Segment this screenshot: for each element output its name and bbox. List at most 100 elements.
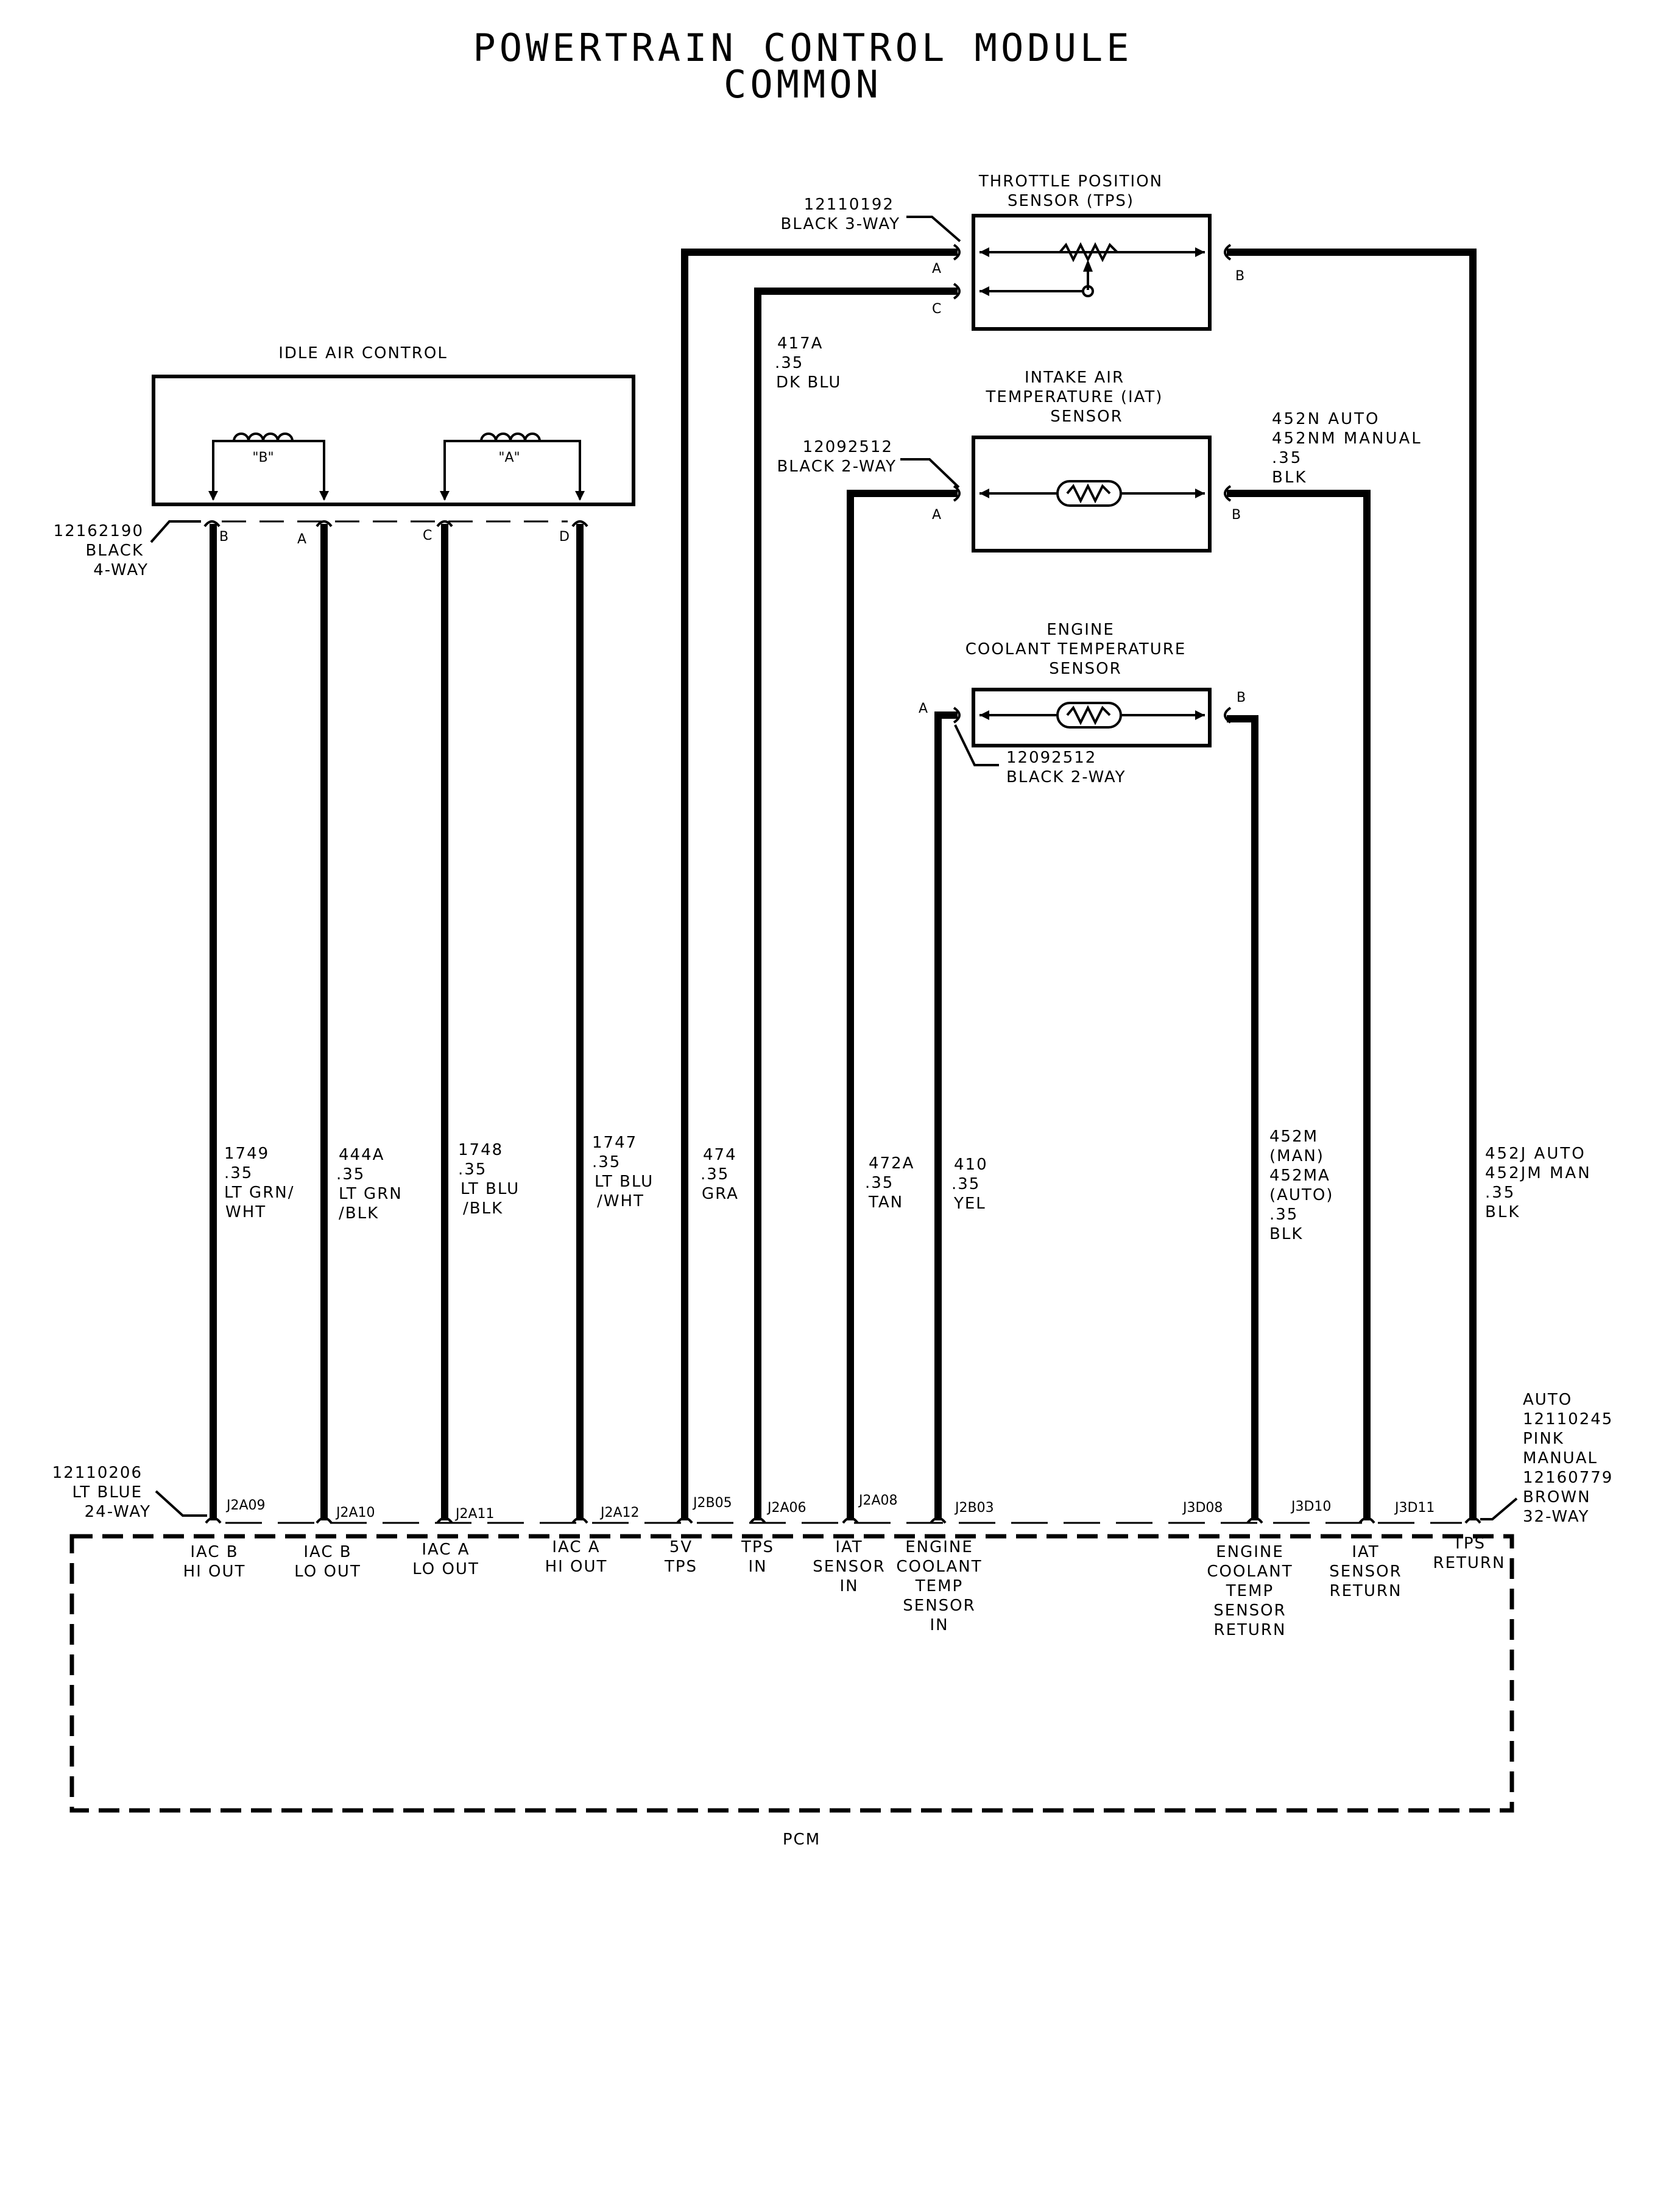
pcm-function-iac-b-hi: IAC B HI OUT bbox=[183, 1543, 245, 1581]
ect-pin-b: B bbox=[1237, 690, 1246, 705]
connector-terminal-icon bbox=[676, 1517, 693, 1524]
pcm-function-iac-a-lo: IAC A LO OUT bbox=[412, 1541, 478, 1578]
function-label-line: SENSOR bbox=[1213, 1601, 1286, 1620]
wire-label-line: 452J AUTO bbox=[1485, 1145, 1586, 1163]
arrow-icon bbox=[1195, 710, 1205, 720]
pcm-pin-j2a10: J2A10 bbox=[335, 1505, 375, 1520]
wire-label-line: 1747 bbox=[592, 1134, 637, 1152]
function-label-line: IAC A bbox=[422, 1541, 470, 1559]
function-label-line: TEMP bbox=[915, 1577, 963, 1595]
pcm-function-iat-in: IAT SENSOR IN bbox=[813, 1538, 885, 1595]
wire-label-line: 444A bbox=[339, 1146, 384, 1164]
pcm-pin-j2a06: J2A06 bbox=[766, 1500, 806, 1516]
coil-b-icon bbox=[233, 432, 294, 442]
function-label-line: IN bbox=[930, 1616, 948, 1634]
connector-terminal-icon bbox=[436, 520, 453, 528]
connector-terminal-icon bbox=[1358, 1517, 1375, 1524]
wire-label-line: BLK bbox=[1485, 1203, 1520, 1221]
connector-terminal-icon bbox=[749, 1517, 766, 1524]
wire-label-line: 417A bbox=[777, 334, 823, 353]
pcm-function-iac-a-hi: IAC A HI OUT bbox=[545, 1538, 607, 1576]
coil-b-label: "B" bbox=[252, 450, 274, 465]
connector-terminal-icon bbox=[203, 520, 221, 528]
pcm-pin-j2b03: J2B03 bbox=[954, 1500, 994, 1516]
iat-name-line3: SENSOR bbox=[1050, 408, 1123, 426]
function-label-line: LO OUT bbox=[294, 1562, 361, 1581]
ect-pin-a: A bbox=[919, 701, 928, 716]
wire-label-line: LT BLU bbox=[461, 1180, 520, 1198]
function-label-line: IAC A bbox=[552, 1538, 600, 1556]
wire-label-1749: 1749 .35 LT GRN/ WHT bbox=[224, 1145, 293, 1221]
iat-pin-a: A bbox=[932, 507, 941, 523]
function-label-line: COOLANT bbox=[896, 1558, 982, 1576]
ect-name-line3: SENSOR bbox=[1049, 660, 1121, 678]
pcm-pin-j3d10: J3D10 bbox=[1290, 1499, 1331, 1514]
arrow-icon bbox=[1195, 489, 1205, 498]
wire-label-line: (AUTO) bbox=[1269, 1186, 1333, 1204]
leader-line bbox=[900, 458, 960, 489]
wiper-arrow-icon bbox=[1083, 259, 1093, 272]
connector-terminal-icon bbox=[953, 283, 961, 300]
iat-connector-part: 12092512 bbox=[803, 438, 893, 456]
function-label-line: SENSOR bbox=[813, 1558, 885, 1576]
wire-452m bbox=[1227, 715, 1258, 1520]
pcm-function-tps-in: TPS IN bbox=[741, 1538, 774, 1576]
function-label-line: IN bbox=[839, 1577, 858, 1595]
iac-pin-a: A bbox=[297, 532, 306, 547]
pcm-right-connector-line7: 32-WAY bbox=[1523, 1508, 1589, 1526]
arrow-icon bbox=[979, 489, 989, 498]
wire-label-line: .35 bbox=[1485, 1184, 1516, 1202]
wire-label-line: .35 bbox=[1269, 1206, 1298, 1224]
arrow-icon bbox=[979, 710, 989, 720]
ect-connector-desc: BLACK 2-WAY bbox=[1006, 768, 1126, 786]
wire-label-417a: 417A .35 DK BLU bbox=[775, 334, 840, 392]
wire-label-line: 1748 bbox=[458, 1141, 503, 1159]
wire-label-474: 474 .35 GRA bbox=[701, 1146, 738, 1203]
connector-terminal-icon bbox=[953, 707, 961, 724]
thermistor-icon bbox=[1056, 480, 1122, 507]
wire-label-444a: 444A .35 LT GRN /BLK bbox=[336, 1146, 403, 1223]
pcm-right-connector-line1: AUTO bbox=[1523, 1391, 1572, 1409]
tps-name-line2: SENSOR (TPS) bbox=[1008, 192, 1134, 210]
wire-label-line: .35 bbox=[701, 1165, 729, 1184]
wire-label-line: 474 bbox=[703, 1146, 737, 1164]
connector-terminal-icon bbox=[1224, 485, 1232, 502]
arrow-icon bbox=[440, 491, 450, 501]
connector-terminal-icon bbox=[953, 244, 961, 261]
connector-terminal-icon bbox=[571, 520, 588, 528]
wire-label-1748: 1748 .35 LT BLU /BLK bbox=[458, 1141, 520, 1218]
iac-connector-desc: 4-WAY bbox=[93, 561, 149, 579]
iac-pin-b: B bbox=[219, 529, 228, 545]
leader-line bbox=[155, 1490, 207, 1517]
wire-label-line: 452JM MAN bbox=[1485, 1164, 1592, 1182]
arrow-icon bbox=[319, 491, 329, 501]
thermistor-icon bbox=[1056, 702, 1122, 729]
wire-label-line: YEL bbox=[953, 1195, 986, 1213]
pcm-pin-j2a11: J2A11 bbox=[454, 1506, 495, 1522]
function-label-line: RETURN bbox=[1214, 1621, 1286, 1639]
function-label-line: IN bbox=[748, 1558, 767, 1576]
pcm-function-ect-return: ENGINE COOLANT TEMP SENSOR RETURN bbox=[1207, 1543, 1291, 1639]
arrow-icon bbox=[1195, 247, 1205, 257]
pcm-pin-j3d08: J3D08 bbox=[1182, 1500, 1223, 1516]
wire-label-line: LT GRN bbox=[339, 1185, 403, 1203]
thermistor-zigzag bbox=[1066, 483, 1111, 504]
thermistor-zigzag bbox=[1066, 705, 1111, 725]
wire-label-410: 410 .35 YEL bbox=[951, 1156, 987, 1213]
wire-label-line: .35 bbox=[865, 1174, 894, 1192]
wire-label-line: /WHT bbox=[597, 1192, 644, 1210]
connector-terminal-icon bbox=[436, 1517, 453, 1524]
connector-terminal-icon bbox=[930, 1517, 947, 1524]
wire-label-452m: 452M (MAN) 452MA (AUTO) .35 BLK bbox=[1269, 1128, 1333, 1243]
connector-terminal-icon bbox=[842, 1517, 859, 1524]
function-label-line: TPS bbox=[1452, 1534, 1486, 1553]
function-label-line: RETURN bbox=[1330, 1582, 1402, 1600]
wire-label-line: 472A bbox=[869, 1154, 914, 1173]
leader-line bbox=[1480, 1497, 1518, 1520]
function-label-line: TEMP bbox=[1226, 1582, 1274, 1600]
wire-label-line: .35 bbox=[775, 354, 803, 372]
intake-air-temperature-sensor: INTAKE AIR TEMPERATURE (IAT) SENSOR 1209… bbox=[777, 369, 1241, 552]
coil-a-icon bbox=[480, 432, 541, 442]
function-label-line: TPS bbox=[741, 1538, 774, 1556]
